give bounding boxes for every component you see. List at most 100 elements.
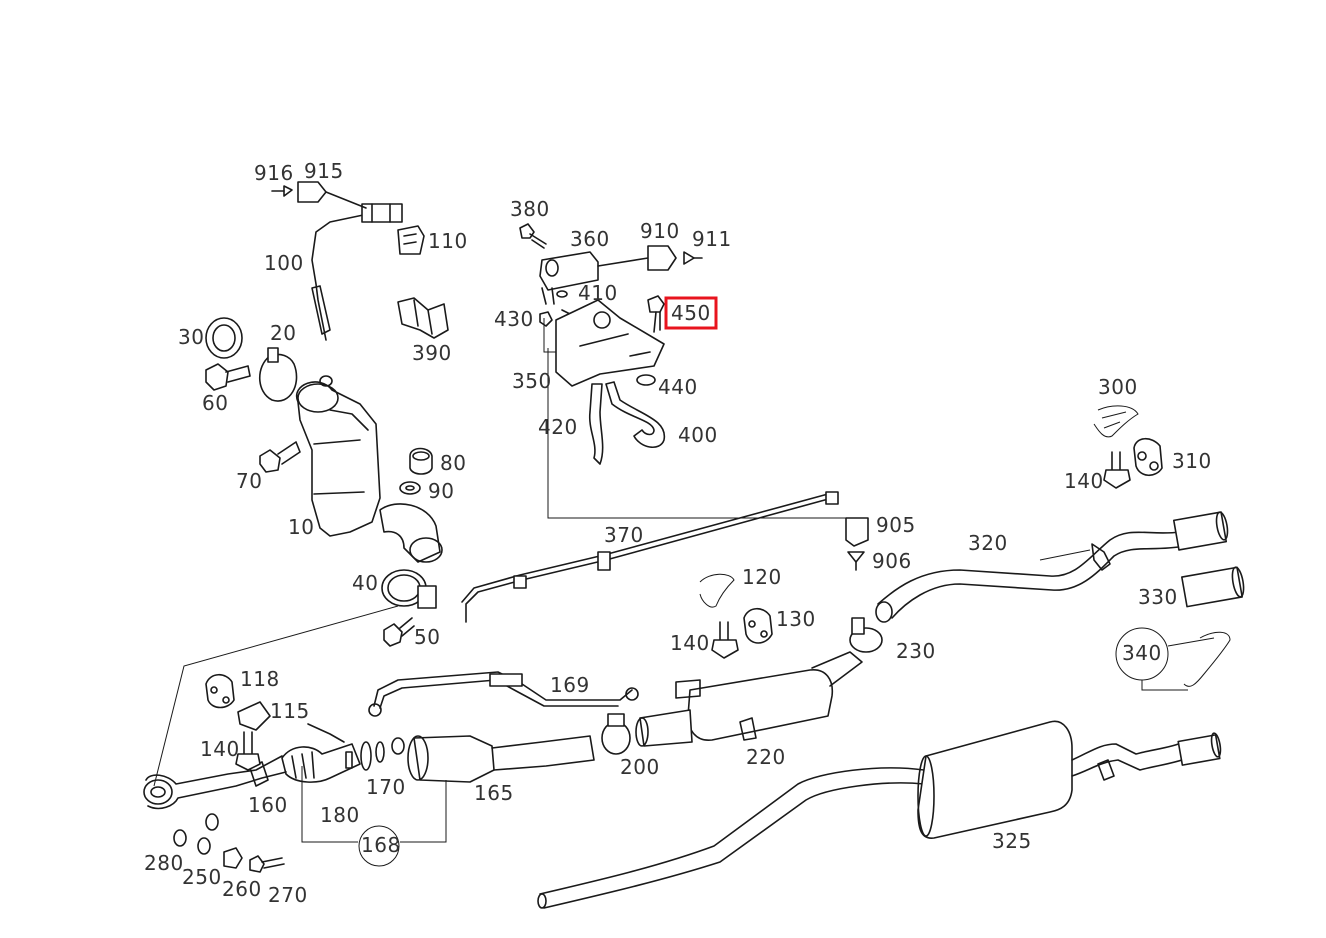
- callout-40[interactable]: 40: [352, 571, 378, 595]
- callout-350[interactable]: 350: [512, 369, 552, 393]
- callout-140-mid[interactable]: 140: [670, 631, 710, 655]
- part-clamp-230: [849, 617, 883, 653]
- callout-916[interactable]: 916: [254, 161, 294, 185]
- callout-310[interactable]: 310: [1172, 449, 1212, 473]
- callout-30[interactable]: 30: [178, 325, 204, 349]
- part-washer-280: [173, 829, 187, 847]
- part-pin-906: [847, 551, 865, 571]
- callout-70[interactable]: 70: [236, 469, 262, 493]
- part-rubber-mount-310: [1133, 437, 1163, 477]
- part-hose-410: [541, 287, 568, 305]
- part-hose-420: [588, 383, 604, 465]
- callout-230[interactable]: 230: [896, 639, 936, 663]
- part-bolt-50: [383, 617, 415, 647]
- callout-410[interactable]: 410: [578, 281, 618, 305]
- part-rear-muffler-325: [537, 720, 1222, 909]
- callout-180[interactable]: 180: [320, 803, 360, 827]
- part-bracket-350: [555, 299, 665, 387]
- part-middle-muffler-220: [635, 651, 863, 747]
- part-clamp-20: [258, 347, 298, 402]
- part-hose-400: [605, 381, 666, 448]
- part-bolt-60: [205, 363, 251, 391]
- part-grommet-80: [409, 447, 433, 475]
- callout-400[interactable]: 400: [678, 423, 718, 447]
- part-washer-250: [197, 813, 219, 855]
- callout-168[interactable]: 168: [361, 833, 401, 857]
- callout-250[interactable]: 250: [182, 865, 222, 889]
- part-clamp-40: [381, 569, 437, 609]
- part-flex-pipe-168: [281, 723, 361, 783]
- callout-140-lower[interactable]: 140: [200, 737, 240, 761]
- part-pressure-line-370: [461, 491, 839, 623]
- callout-906[interactable]: 906: [872, 549, 912, 573]
- part-bracket-390: [397, 297, 449, 339]
- callout-370[interactable]: 370: [604, 523, 644, 547]
- part-clamp-200: [601, 713, 631, 755]
- part-pin-911: [683, 251, 703, 265]
- callout-220[interactable]: 220: [746, 745, 786, 769]
- part-pressure-sensor-360: [539, 251, 649, 291]
- callout-910[interactable]: 910: [640, 219, 680, 243]
- callout-260[interactable]: 260: [222, 877, 262, 901]
- part-hanger-340: [1115, 627, 1231, 691]
- part-tailpipe-320: [875, 511, 1229, 623]
- highlight-box-450: [664, 296, 718, 330]
- callout-440[interactable]: 440: [658, 375, 698, 399]
- callout-140-upper[interactable]: 140: [1064, 469, 1104, 493]
- part-hanger-300: [1093, 405, 1139, 438]
- callout-165[interactable]: 165: [474, 781, 514, 805]
- callout-130[interactable]: 130: [776, 607, 816, 631]
- callout-labels: 916 915 110 100 390 30 20 60 70 10 80 90…: [144, 159, 1212, 907]
- part-rubber-mount-118: [205, 673, 235, 709]
- part-bolt-270: [249, 855, 285, 873]
- callout-169[interactable]: 169: [550, 673, 590, 697]
- callout-280[interactable]: 280: [144, 851, 184, 875]
- callout-200[interactable]: 200: [620, 755, 660, 779]
- callout-100[interactable]: 100: [264, 251, 304, 275]
- part-oxygen-sensor-100: [311, 203, 403, 341]
- callout-118[interactable]: 118: [240, 667, 280, 691]
- callout-90[interactable]: 90: [428, 479, 454, 503]
- callout-430[interactable]: 430: [494, 307, 534, 331]
- leader-lines: [153, 318, 1091, 867]
- callout-170[interactable]: 170: [366, 775, 406, 799]
- callout-340[interactable]: 340: [1122, 641, 1162, 665]
- callout-115[interactable]: 115: [270, 699, 310, 723]
- part-washer-440: [636, 374, 656, 386]
- callout-60[interactable]: 60: [202, 391, 228, 415]
- callout-120[interactable]: 120: [742, 565, 782, 589]
- callout-450[interactable]: 450: [671, 301, 711, 325]
- callout-390[interactable]: 390: [412, 341, 452, 365]
- part-hanger-120: [699, 573, 735, 608]
- callout-320[interactable]: 320: [968, 531, 1008, 555]
- callout-325[interactable]: 325: [992, 829, 1032, 853]
- callout-380[interactable]: 380: [510, 197, 550, 221]
- callout-10[interactable]: 10: [288, 515, 314, 539]
- callout-160[interactable]: 160: [248, 793, 288, 817]
- callout-360[interactable]: 360: [570, 227, 610, 251]
- callout-915[interactable]: 915: [304, 159, 344, 183]
- callout-330[interactable]: 330: [1138, 585, 1178, 609]
- part-bolt-70: [259, 441, 301, 473]
- part-connector-905: [845, 517, 869, 547]
- part-connector-910: [647, 245, 677, 271]
- callout-911[interactable]: 911: [692, 227, 732, 251]
- part-bolt-380: [519, 223, 547, 249]
- part-gasket-30: [205, 317, 243, 359]
- part-tip-330: [1181, 566, 1245, 608]
- callout-420[interactable]: 420: [538, 415, 578, 439]
- callout-50[interactable]: 50: [414, 625, 440, 649]
- callout-110[interactable]: 110: [428, 229, 468, 253]
- part-pin-916: [271, 185, 293, 197]
- callout-300[interactable]: 300: [1098, 375, 1138, 399]
- part-washer-90: [399, 481, 421, 495]
- callout-20[interactable]: 20: [270, 321, 296, 345]
- part-clip-110: [397, 225, 425, 255]
- callout-905[interactable]: 905: [876, 513, 916, 537]
- part-catalyst-165: [391, 735, 595, 783]
- part-bolt-140-lower: [235, 731, 261, 771]
- part-bolt-180: [345, 751, 353, 769]
- callout-270[interactable]: 270: [268, 883, 308, 907]
- callout-80[interactable]: 80: [440, 451, 466, 475]
